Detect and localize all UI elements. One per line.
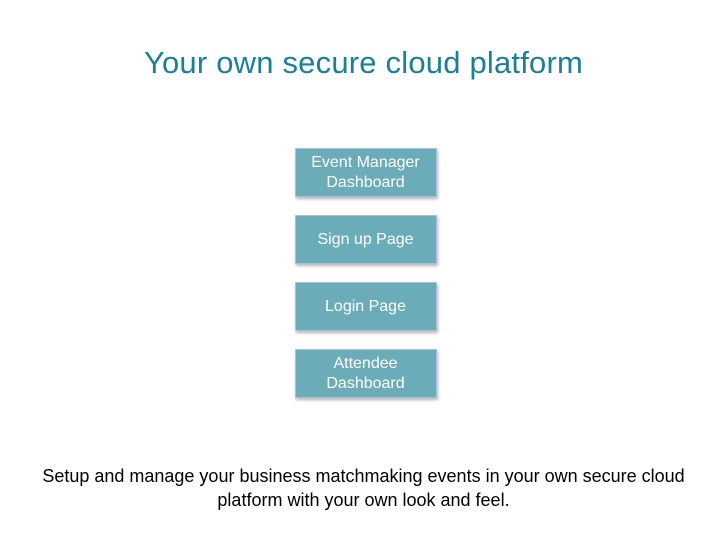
sign-up-page-button[interactable]: Sign up Page <box>294 215 437 264</box>
login-page-button[interactable]: Login Page <box>294 282 437 331</box>
attendee-dashboard-button[interactable]: Attendee Dashboard <box>294 349 437 398</box>
page-title: Your own secure cloud platform <box>143 45 584 80</box>
description-text: Setup and manage your business matchmaki… <box>42 466 685 510</box>
nav-button-stack: Event Manager Dashboard Sign up Page Log… <box>294 148 437 398</box>
description-container: Setup and manage your business matchmaki… <box>10 464 717 512</box>
event-manager-dashboard-button[interactable]: Event Manager Dashboard <box>294 148 437 197</box>
